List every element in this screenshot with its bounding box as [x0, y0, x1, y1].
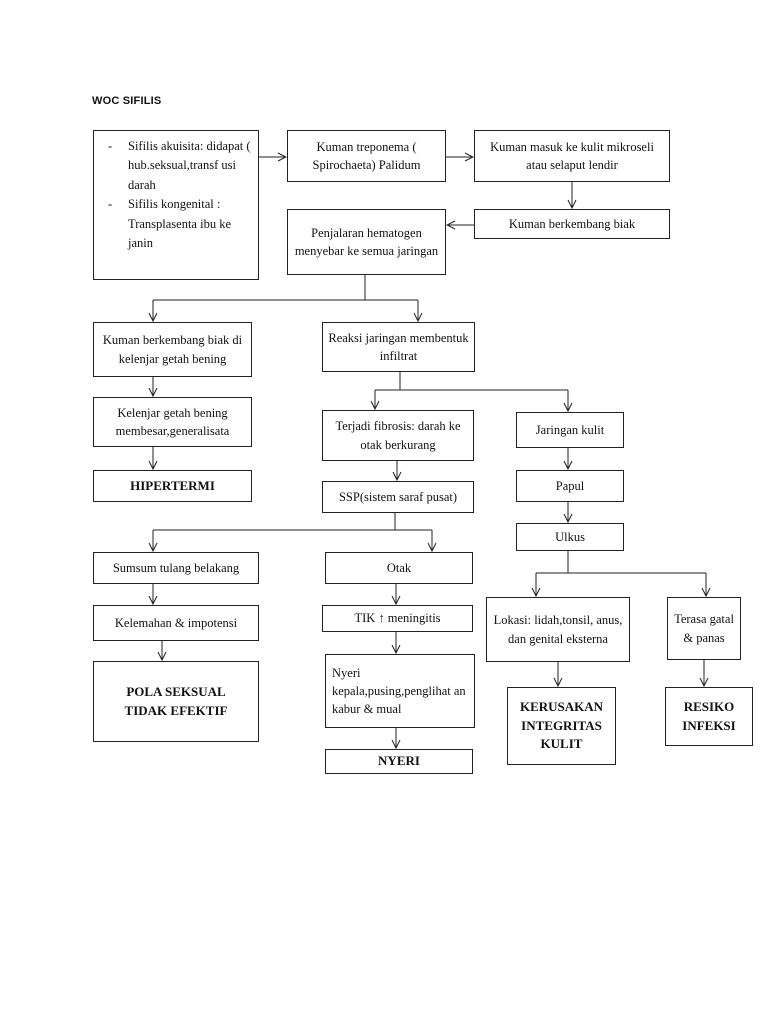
node-sexual-pattern: POLA SEKSUAL TIDAK EFEKTIF	[93, 661, 259, 742]
node-papule: Papul	[516, 470, 624, 502]
node-hyperthermia: HIPERTERMI	[93, 470, 252, 502]
node-location: Lokasi: lidah,tonsil, anus, dan genital …	[486, 597, 630, 662]
node-multiply: Kuman berkembang biak	[474, 209, 670, 239]
node-infection-risk: RESIKO INFEKSI	[665, 687, 753, 746]
list-item: Sifilis kongenital : Transplasenta ibu k…	[96, 195, 256, 253]
node-skin-integrity: KERUSAKAN INTEGRITAS KULIT	[507, 687, 616, 765]
node-lymph-multiply: Kuman berkembang biak di kelenjar getah …	[93, 322, 252, 377]
node-infiltrate: Reaksi jaringan membentuk infiltrat	[322, 322, 475, 372]
list-item: Sifilis akuisita: didapat ( hub.seksual,…	[96, 137, 256, 195]
node-treponema: Kuman treponema ( Spirochaeta) Palidum	[287, 130, 446, 182]
node-ulcer: Ulkus	[516, 523, 624, 551]
node-pain: NYERI	[325, 749, 473, 774]
node-pain-symptoms: Nyeri kepala,pusing,penglihat an kabur &…	[325, 654, 475, 728]
syphilis-types-list: Sifilis akuisita: didapat ( hub.seksual,…	[96, 137, 256, 253]
node-hematogenous: Penjalaran hematogen menyebar ke semua j…	[287, 209, 446, 275]
node-skin-tissue: Jaringan kulit	[516, 412, 624, 448]
node-fibrosis: Terjadi fibrosis: darah ke otak berkuran…	[322, 410, 474, 461]
node-acquired-congenital: Sifilis akuisita: didapat ( hub.seksual,…	[93, 130, 259, 280]
node-brain: Otak	[325, 552, 473, 584]
node-lymph-enlarge: Kelenjar getah bening membesar,generalis…	[93, 397, 252, 447]
node-cns: SSP(sistem saraf pusat)	[322, 481, 474, 513]
node-itch: Terasa gatal & panas	[667, 597, 741, 660]
node-spinal-cord: Sumsum tulang belakang	[93, 552, 259, 584]
diagram-title: WOC SIFILIS	[92, 95, 162, 107]
node-weakness: Kelemahan & impotensi	[93, 605, 259, 641]
node-icp: TIK ↑ meningitis	[322, 605, 473, 632]
node-skin-entry: Kuman masuk ke kulit mikroseli atau sela…	[474, 130, 670, 182]
